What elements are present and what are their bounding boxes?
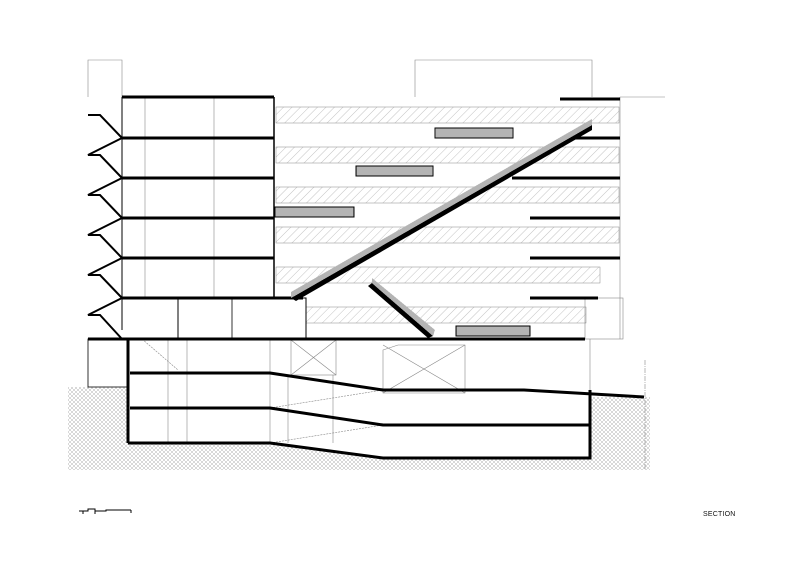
background-outlines bbox=[87, 59, 665, 470]
glazing-bands bbox=[275, 106, 620, 324]
left-building bbox=[87, 95, 307, 340]
atrium-slabs bbox=[512, 97, 620, 300]
atrium-stairs bbox=[291, 119, 592, 338]
drawing-title: SECTION bbox=[703, 511, 736, 518]
earth-hatch bbox=[68, 387, 650, 470]
basement bbox=[87, 337, 645, 460]
benches bbox=[274, 127, 531, 337]
scale-bar bbox=[79, 508, 132, 514]
